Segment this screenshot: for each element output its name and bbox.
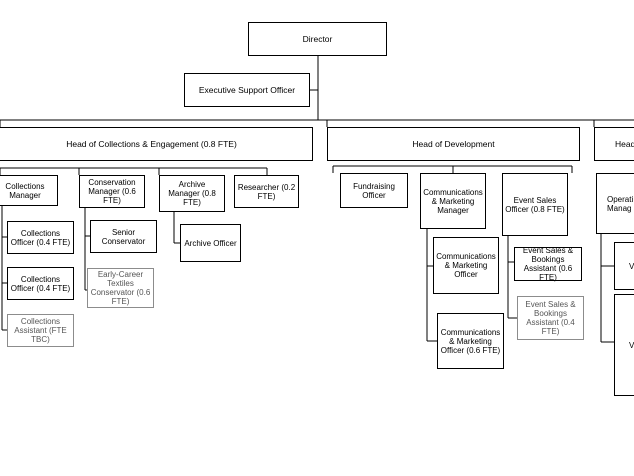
exec-support-label: Executive Support Officer (198, 84, 296, 95)
archive-manager-label: Archive Manager (0.8 FTE) (168, 180, 216, 207)
event-sales-assistant-2-box: Event Sales & Bookings Assistant (0.4 FT… (517, 296, 584, 340)
collections-officer-1-label: Collections Officer (0.4 FTE) (10, 228, 71, 247)
collections-assistant-box: Collections Assistant (FTE TBC) (7, 314, 74, 347)
event-sales-officer-box: Event Sales Officer (0.8 FTE) (502, 173, 568, 236)
comms-marketing-officer-1-label: Communications & Marketing Officer (436, 252, 496, 279)
head-operations-box: Head (594, 127, 634, 161)
director-label: Director (302, 33, 333, 44)
operations-child-2-label: V (629, 340, 634, 350)
event-sales-assistant-1-box: Event Sales & Bookings Assistant (0.6 FT… (514, 246, 582, 282)
head-development-box: Head of Development (327, 127, 580, 161)
head-operations-label: Head (615, 138, 634, 149)
head-development-label: Head of Development (412, 138, 495, 149)
collections-officer-2-label: Collections Officer (0.4 FTE) (10, 274, 71, 293)
comms-marketing-manager-label: Communications & Marketing Manager (423, 187, 483, 215)
collections-manager-label: Collections Manager (5, 181, 45, 200)
early-career-conservator-box: Early-Career Textiles Conservator (0.6 F… (87, 268, 154, 308)
operations-child-2-box: V (614, 294, 634, 396)
operations-child-1-box: V (614, 242, 634, 290)
operations-manager-label: Operati Manag (607, 194, 634, 213)
archive-manager-box: Archive Manager (0.8 FTE) (159, 175, 225, 212)
event-sales-officer-label: Event Sales Officer (0.8 FTE) (505, 195, 565, 214)
fundraising-officer-box: Fundraising Officer (340, 173, 408, 208)
conservation-manager-box: Conservation Manager (0.6 FTE) (79, 175, 145, 208)
early-career-conservator-label: Early-Career Textiles Conservator (0.6 F… (90, 270, 151, 306)
comms-marketing-manager-box: Communications & Marketing Manager (420, 173, 486, 229)
collections-assistant-label: Collections Assistant (FTE TBC) (14, 317, 67, 344)
archive-officer-label: Archive Officer (184, 238, 237, 248)
archive-officer-box: Archive Officer (180, 224, 241, 262)
director-box: Director (248, 22, 387, 56)
collections-officer-1-box: Collections Officer (0.4 FTE) (7, 221, 74, 254)
comms-marketing-officer-2-label: Communications & Marketing Officer (0.6 … (440, 327, 501, 355)
collections-manager-box: Collections Manager (0, 175, 58, 206)
event-sales-assistant-2-label: Event Sales & Bookings Assistant (0.4 FT… (525, 300, 576, 336)
collections-officer-2-box: Collections Officer (0.4 FTE) (7, 267, 74, 300)
conservation-manager-label: Conservation Manager (0.6 FTE) (88, 178, 136, 205)
comms-marketing-officer-1-box: Communications & Marketing Officer (433, 237, 499, 294)
senior-conservator-box: Senior Conservator (90, 220, 157, 253)
researcher-box: Researcher (0.2 FTE) (234, 175, 299, 208)
head-collections-box: Head of Collections & Engagement (0.8 FT… (0, 127, 313, 161)
exec-support-box: Executive Support Officer (184, 73, 310, 107)
researcher-label: Researcher (0.2 FTE) (237, 182, 296, 201)
senior-conservator-label: Senior Conservator (101, 227, 146, 246)
fundraising-officer-label: Fundraising Officer (353, 181, 395, 200)
operations-child-1-label: V (629, 261, 634, 271)
comms-marketing-officer-2-box: Communications & Marketing Officer (0.6 … (437, 313, 504, 369)
event-sales-assistant-1-label: Event Sales & Bookings Assistant (0.6 FT… (522, 246, 574, 282)
head-collections-label: Head of Collections & Engagement (0.8 FT… (66, 138, 237, 149)
operations-manager-box: Operati Manag (596, 173, 634, 234)
